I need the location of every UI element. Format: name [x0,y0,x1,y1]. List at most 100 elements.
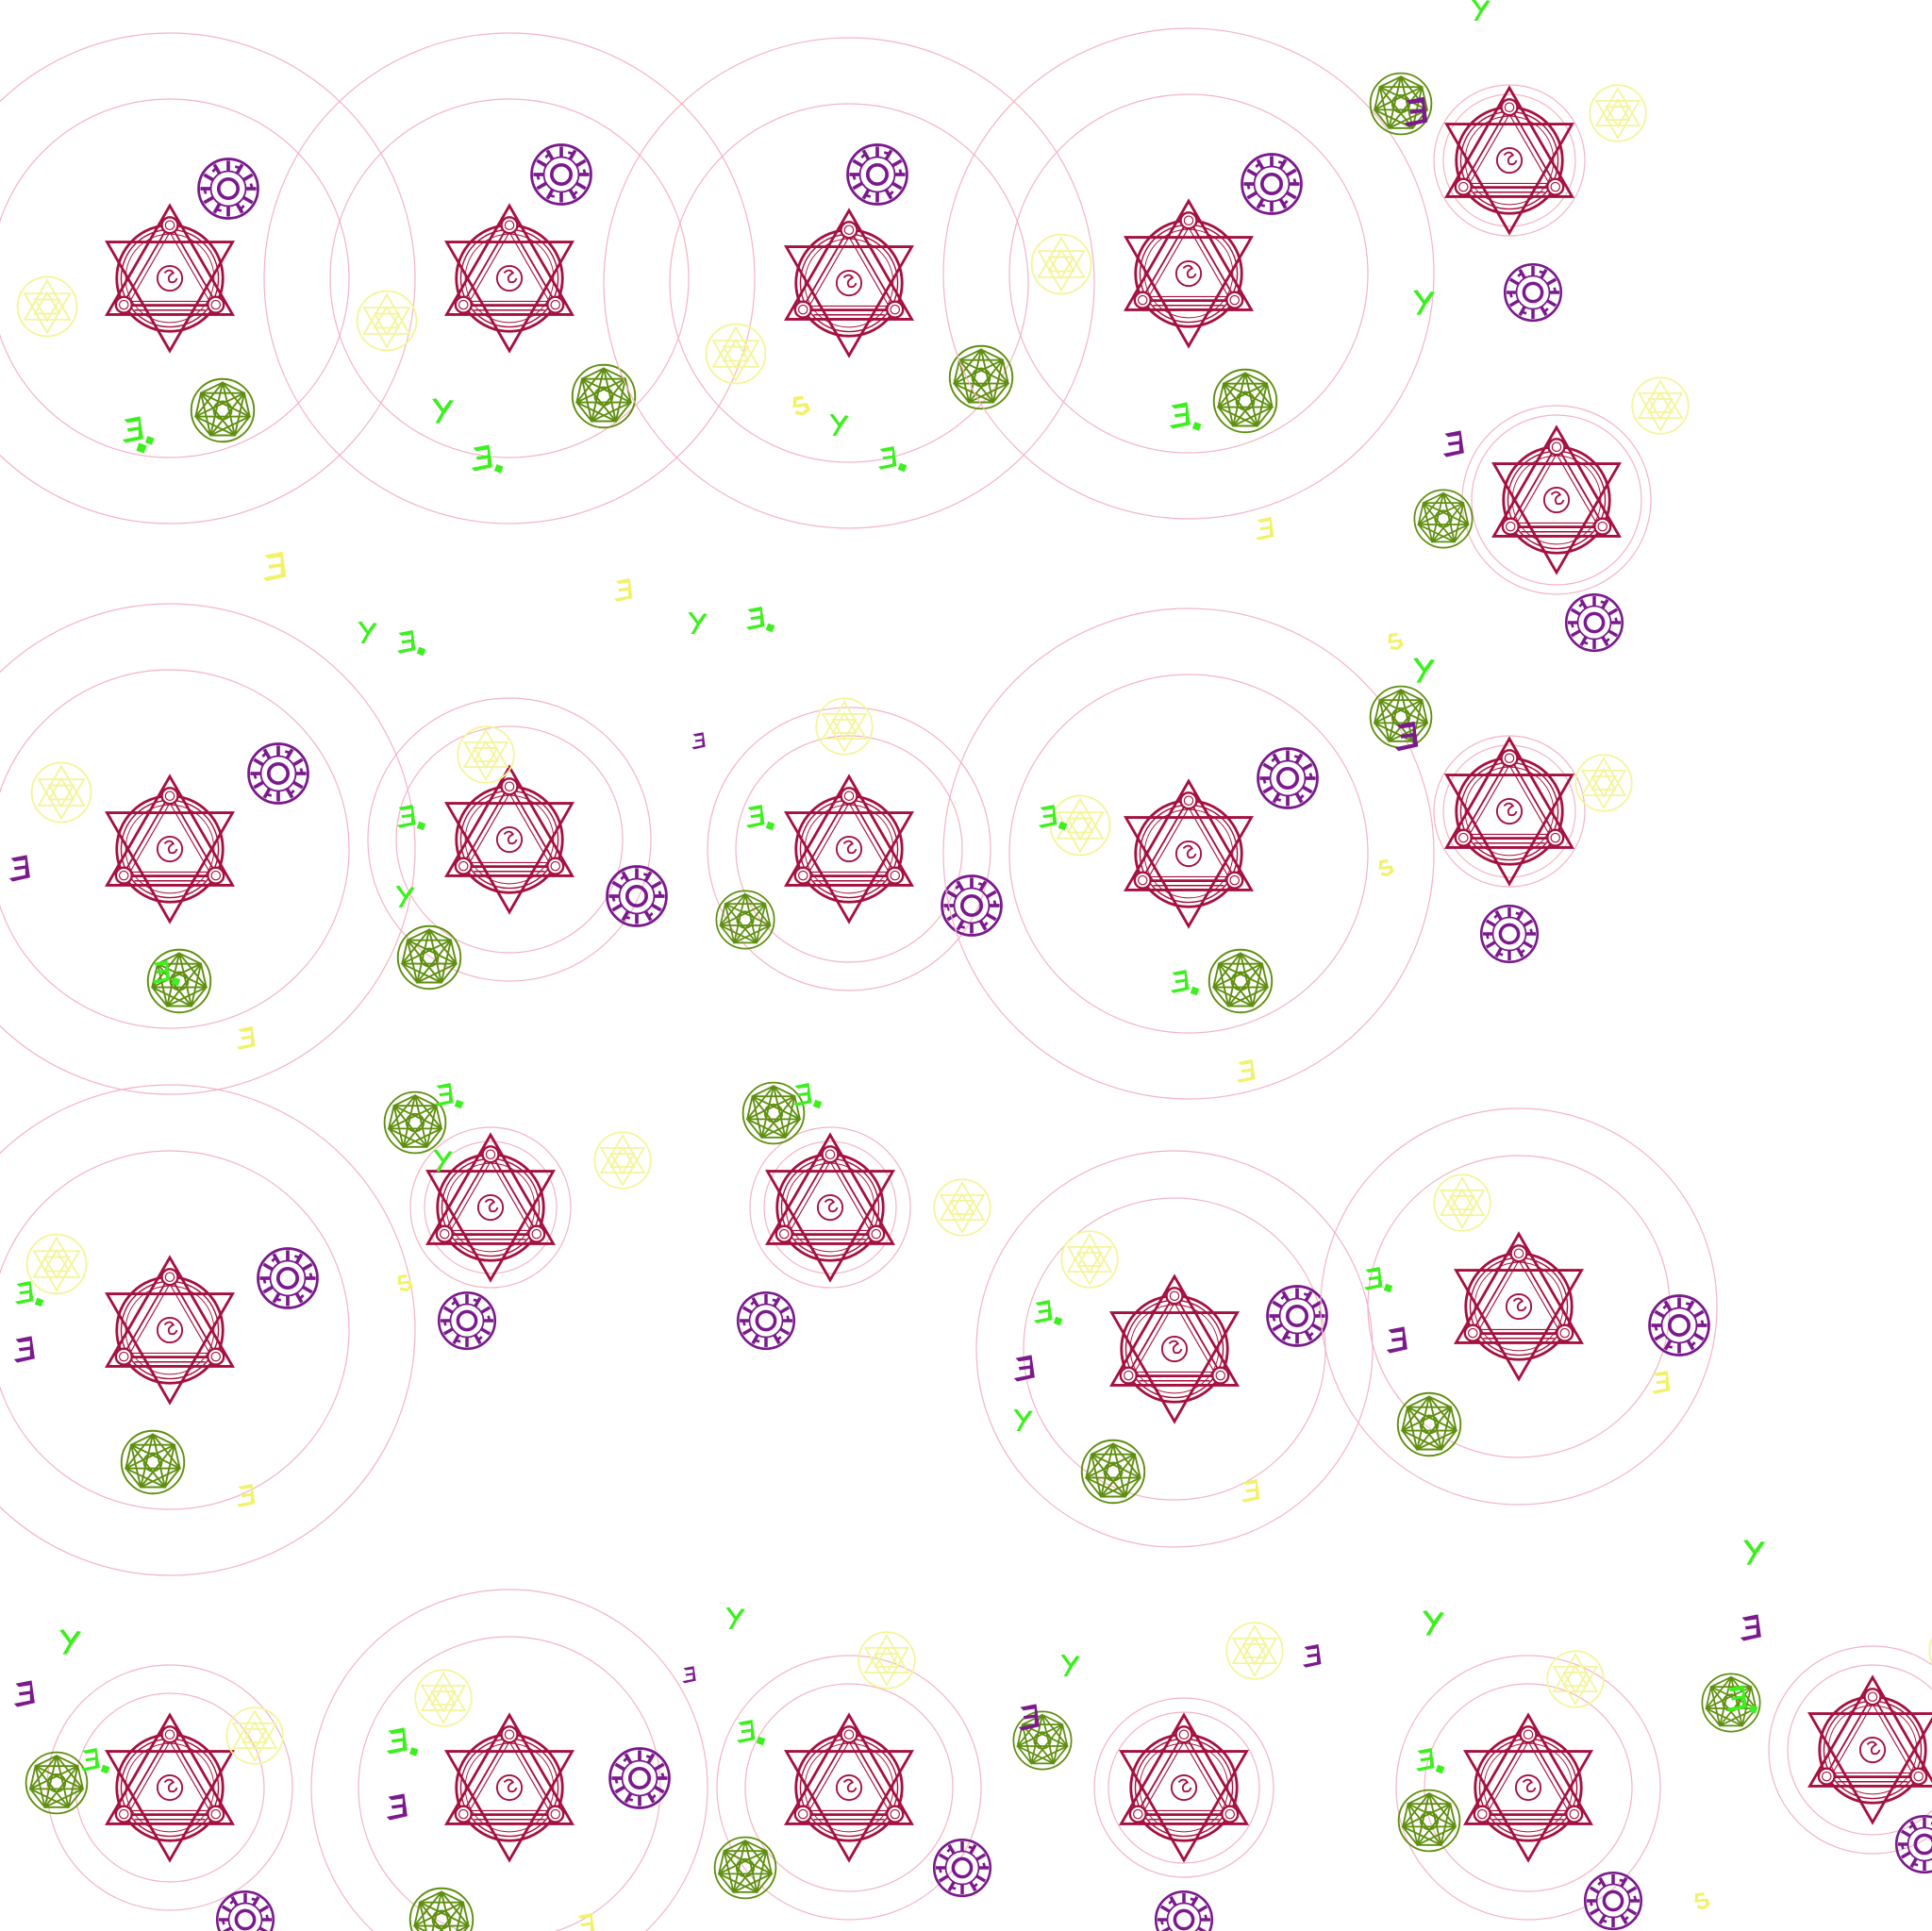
heptagram-icon [1080,1439,1146,1505]
aura-ring [367,697,652,982]
rune-wheel-icon [1583,1871,1643,1931]
aura-ring [1093,1697,1274,1878]
rune-wheel-icon [932,1838,992,1898]
hexagram-icon [705,323,767,385]
rune-wheel-icon [1479,904,1540,964]
y-rune-icon [59,1629,82,1655]
hexagram-icon [593,1131,652,1190]
e-rune-icon [13,1336,35,1363]
y-rune-icon [829,413,849,436]
rune-wheel-icon [215,1889,275,1931]
e-rune-icon [1364,1267,1383,1290]
sprite-frame [736,1081,991,1351]
triangle-seal-icon [1808,1675,1932,1824]
aura-ring [975,1150,1374,1548]
triangle-seal-icon [106,774,234,924]
hexagram-icon [858,1631,916,1690]
s-rune-icon [1388,632,1404,651]
dot-rune-icon [416,646,426,657]
dot-rune-icon [1053,1316,1063,1326]
sprite-frame [358,621,669,990]
sprite-frame [688,607,1004,991]
y-rune-icon [1013,1408,1033,1431]
heptagram-icon [1212,368,1278,434]
aura-ring [1461,405,1652,595]
dot-rune-icon [897,462,908,473]
y-rune-icon [1413,658,1436,683]
aura-ring [0,1150,350,1510]
rune-wheel-icon [1564,592,1624,653]
dot-rune-icon [454,1099,464,1109]
sprite-frame [942,27,1435,541]
aura-ring [75,1692,265,1883]
heptagram-icon [1397,1789,1461,1853]
triangle-seal-icon [1455,1232,1583,1381]
aura-ring [744,1683,954,1892]
sprite-frame [942,608,1435,1100]
dot-rune-icon [136,442,147,454]
sprite-frame [1012,1622,1284,1931]
e-rune-icon [1386,1326,1407,1354]
sprite-frame [263,32,756,602]
e-rune-icon [1237,1059,1256,1083]
e-rune-icon [1416,1748,1435,1772]
heptagram-icon [715,890,775,950]
sprite-frame [603,37,1095,529]
aura-ring [707,707,991,991]
s-rune-icon [792,395,810,416]
rune-wheel-icon [605,864,669,928]
e-rune-icon [1034,1300,1053,1323]
y-rune-icon [1743,1540,1766,1565]
rune-wheel-icon [940,874,1004,938]
aura-ring [1442,93,1576,227]
heptagram-icon [948,344,1014,410]
e-rune-icon [1169,402,1191,429]
triangle-seal-icon [1110,1274,1239,1423]
triangle-seal-icon [1124,779,1253,928]
rune-wheel-icon [1154,1889,1214,1931]
aura-ring [1008,674,1369,1034]
triangle-seal-icon [106,1256,234,1405]
heptagram-icon [571,363,637,429]
aura-ring [603,37,1095,529]
e-rune-icon [397,630,416,654]
e-rune-icon [262,551,287,582]
hexagram-icon [356,290,418,352]
e-rune-icon [122,416,143,443]
e-rune-icon [8,855,30,882]
rune-wheel-icon [1647,1293,1711,1357]
hexagram-icon [1546,1650,1605,1708]
e-rune-icon [746,805,765,828]
aura-ring [310,1589,708,1931]
aura-ring [0,32,416,524]
heptagram-icon [25,1751,89,1815]
triangle-seal-icon [445,204,574,353]
heptagram-icon [741,1081,806,1145]
dot-rune-icon [408,1747,419,1756]
rune-wheel-icon [1265,1284,1329,1348]
aura-ring [1320,1107,1718,1506]
rune-wheel-icon [845,142,909,207]
y-rune-icon [1413,290,1436,315]
e-rune-icon [1442,430,1464,458]
aura-ring [669,103,1029,463]
heptagram-icon [190,377,256,443]
dot-rune-icon [812,1099,823,1109]
rune-wheel-icon [1256,746,1320,810]
sprite-frame [0,1084,416,1576]
rune-wheel-icon [1240,152,1304,216]
hexagram-icon [815,697,874,756]
aura-ring [1023,1197,1326,1501]
sprite-frame [1388,290,1690,653]
e-rune-icon [878,446,897,470]
rune-wheel-icon [529,142,593,207]
triangle-seal-icon [785,1713,913,1862]
heptagram-icon [1413,489,1474,549]
aura-ring [1442,744,1576,878]
dot-rune-icon [1191,422,1202,431]
e-rune-icon [1039,805,1058,828]
aura-ring [1395,1655,1661,1921]
e-rune-icon [1241,1479,1260,1503]
sprite-frame [383,1083,652,1351]
aura-ring [735,735,963,963]
